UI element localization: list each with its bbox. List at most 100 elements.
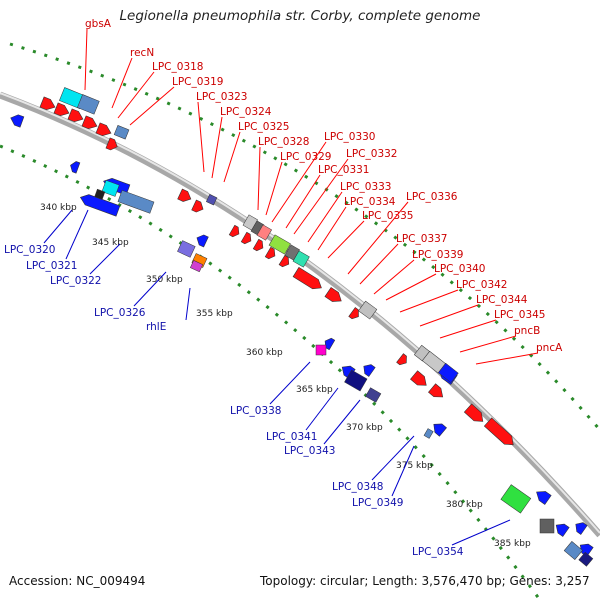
genome-backbone xyxy=(0,91,600,538)
reverse-gene-arrow xyxy=(575,522,588,535)
forward-gene-leader xyxy=(293,158,349,235)
forward-gene-leader xyxy=(439,319,497,339)
feature-box-shape xyxy=(563,541,583,560)
reverse-gene-label: LPC_0354 xyxy=(412,546,464,558)
feature-box-shape xyxy=(344,369,368,392)
reverse-gene-arrow xyxy=(196,234,209,248)
forward-gene-label: LPC_0330 xyxy=(324,131,376,143)
forward-gene-arrow xyxy=(67,108,84,123)
forward-gene-leader xyxy=(385,273,437,301)
accession-text: Accession: NC_009494 xyxy=(9,574,146,588)
forward-gene-label: pncA xyxy=(536,342,563,354)
feature-box-shape xyxy=(365,387,382,403)
feature-box-shape xyxy=(117,190,155,214)
reverse-gene-arrow-shape xyxy=(196,234,209,248)
forward-gene-label: LPC_0323 xyxy=(196,91,248,103)
reverse-gene-leader xyxy=(391,445,415,497)
feature-box xyxy=(189,260,204,273)
forward-gene-arrow xyxy=(240,231,252,245)
reverse-gene-arrow-shape xyxy=(10,114,25,128)
feature-box-shape xyxy=(177,240,196,258)
feature-box-shape xyxy=(268,234,291,255)
reverse-gene-label: LPC_0343 xyxy=(284,445,336,457)
forward-gene-label: LPC_0340 xyxy=(434,263,486,275)
reverse-gene-arrow xyxy=(79,194,121,217)
map-title: Legionella pneumophila str. Corby, compl… xyxy=(119,8,481,24)
reverse-gene-arrow xyxy=(70,161,81,174)
forward-gene-leader xyxy=(359,243,399,285)
reverse-gene-leader xyxy=(65,209,89,260)
feature-box-shape xyxy=(539,518,555,534)
feature-box xyxy=(315,344,327,356)
forward-gene-leader xyxy=(475,352,539,365)
feature-box xyxy=(205,194,218,206)
feature-box xyxy=(539,518,555,534)
forward-gene-label: pncB xyxy=(514,325,540,337)
kbp-tick-label: 370 kbp xyxy=(346,423,383,433)
reverse-gene-arrow xyxy=(10,114,25,128)
feature-box xyxy=(292,250,310,268)
forward-gene-leader xyxy=(84,28,88,91)
kbp-tick-label: 380 kbp xyxy=(446,500,483,510)
forward-gene-leader xyxy=(271,141,327,223)
forward-gene-arrow-shape xyxy=(53,102,70,117)
reverse-gene-arrow-shape xyxy=(555,523,570,537)
kbp-tick-label: 365 kbp xyxy=(296,385,333,395)
reverse-gene-leader xyxy=(43,209,73,244)
reverse-gene-arrow xyxy=(555,523,570,537)
reverse-gene-label: LPC_0320 xyxy=(4,244,56,256)
forward-gene-label: LPC_0328 xyxy=(258,136,310,148)
forward-gene-leader xyxy=(373,259,415,295)
forward-gene-leader xyxy=(129,86,175,126)
reverse-gene-label: rhlE xyxy=(146,321,166,333)
kbp-tick-label: 345 kbp xyxy=(92,238,129,248)
forward-gene-arrow xyxy=(191,199,204,213)
forward-gene-arrow xyxy=(396,353,407,366)
feature-box xyxy=(177,240,196,258)
forward-gene-arrow-shape xyxy=(177,188,192,202)
forward-gene-leader xyxy=(257,146,261,211)
reverse-gene-leader xyxy=(133,271,167,307)
forward-gene-arrow xyxy=(177,188,192,202)
forward-gene-leader xyxy=(117,71,155,119)
feature-box xyxy=(344,369,368,392)
feature-box-shape xyxy=(77,94,100,115)
forward-gene-leader xyxy=(223,131,241,183)
forward-gene-arrow-shape xyxy=(278,254,290,268)
forward-gene-label: LPC_0334 xyxy=(344,196,396,208)
forward-gene-arrow-shape xyxy=(240,231,252,245)
reverse-gene-arrow-shape xyxy=(341,365,356,379)
forward-gene-arrow-shape xyxy=(228,224,240,238)
forward-gene-arrow-shape xyxy=(428,383,444,398)
feature-box-shape xyxy=(256,224,273,241)
reverse-gene-arrow xyxy=(324,337,336,351)
forward-gene-arrow-shape xyxy=(81,115,98,130)
forward-gene-label: LPC_0339 xyxy=(412,249,464,261)
reverse-gene-arrow-shape xyxy=(79,194,121,217)
forward-gene-arrow-shape xyxy=(348,307,359,320)
forward-gene-label: LPC_0342 xyxy=(456,279,508,291)
reverse-gene-leader xyxy=(89,243,121,275)
forward-gene-arrow xyxy=(105,137,118,151)
reverse-gene-arrow xyxy=(363,364,376,377)
reverse-gene-label: LPC_0338 xyxy=(230,405,282,417)
feature-box xyxy=(423,428,434,439)
reverse-gene-arrow xyxy=(433,423,447,437)
feature-box-shape xyxy=(205,194,218,206)
forward-gene-arrow-shape xyxy=(292,266,322,290)
feature-box-shape xyxy=(113,125,130,140)
forward-gene-leader xyxy=(459,335,517,353)
forward-gene-label: LPC_0336 xyxy=(406,191,458,203)
reverse-gene-leader xyxy=(323,399,361,445)
forward-gene-arrow xyxy=(292,266,322,290)
forward-gene-arrow xyxy=(95,122,112,137)
feature-box xyxy=(94,188,106,200)
kbp-tick-label: 340 kbp xyxy=(40,203,77,213)
feature-box xyxy=(358,300,378,320)
forward-gene-arrow-shape xyxy=(105,137,118,151)
topology-text: Topology: circular; Length: 3,576,470 bp… xyxy=(260,574,590,588)
forward-gene-leader xyxy=(307,191,343,243)
feature-box-shape xyxy=(437,362,459,383)
